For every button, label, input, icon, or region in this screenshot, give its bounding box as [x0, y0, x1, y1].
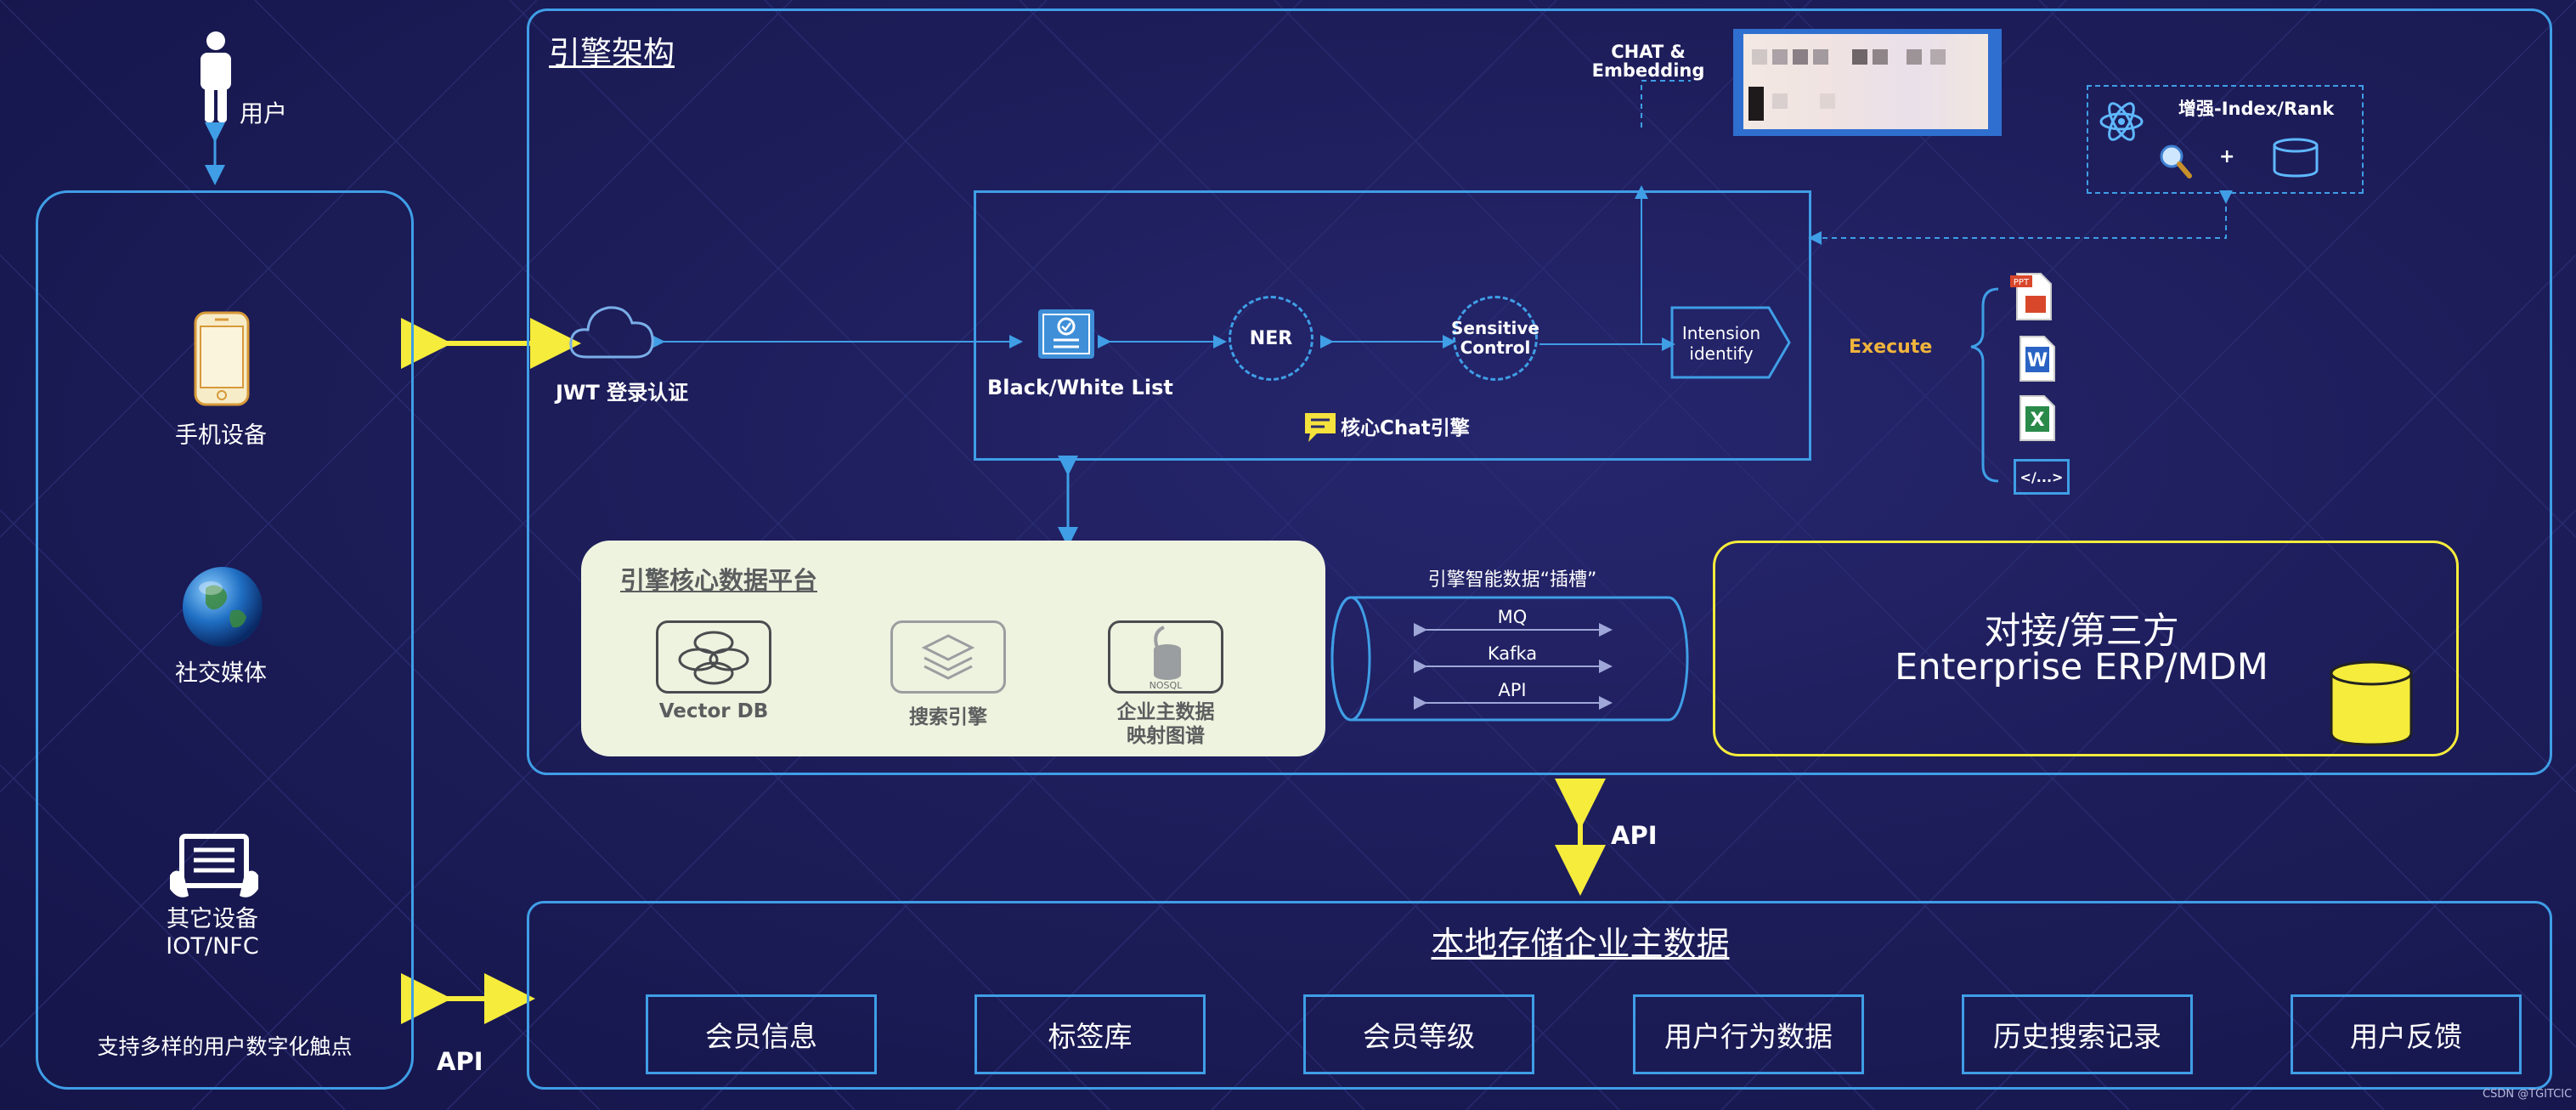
index-rank-title: 增强-Index/Rank — [2178, 99, 2335, 119]
engine-architecture-panel — [527, 8, 2552, 775]
black-white-list-label: Black/White List — [987, 376, 1173, 399]
chat-embedding-label: CHAT & Embedding — [1591, 42, 1705, 81]
device-label-phone: 手机设备 — [175, 422, 267, 449]
storage-item-label: 会员等级 — [1363, 1020, 1475, 1053]
device-label-iot: 其它设备 IOT/NFC — [166, 906, 259, 960]
certificate-icon — [1038, 309, 1094, 359]
local-storage-panel — [527, 901, 2552, 1090]
svg-text:W: W — [2027, 350, 2048, 371]
code-tag-box: </...> — [2014, 459, 2070, 495]
sensitive-control-label: Sensitive Control — [1451, 318, 1539, 358]
storage-item-label: 用户反馈 — [2350, 1020, 2462, 1053]
index-rank-box — [2087, 85, 2364, 194]
erp-database-icon — [2330, 660, 2413, 746]
database-icon — [2273, 138, 2319, 178]
ner-node: NER — [1229, 296, 1313, 381]
third-party-line1: 对接/第三方 — [1984, 610, 2179, 653]
vector-db-icon — [678, 631, 749, 685]
sensitive-control-node: Sensitive Control — [1451, 296, 1539, 381]
device-icon — [170, 834, 258, 898]
ner-label: NER — [1249, 327, 1293, 349]
storage-title: 本地存储企业主数据 — [1431, 926, 1730, 964]
index-rank-link — [1808, 190, 2233, 245]
storage-item-label: 历史搜索记录 — [1993, 1020, 2161, 1053]
third-party-box — [1713, 541, 2459, 756]
master-data-label: 企业主数据 映射图谱 — [1116, 701, 1215, 747]
left-api-label: API — [437, 1047, 483, 1076]
globe-icon — [183, 567, 263, 647]
storage-item-member-level: 会员等级 — [1303, 994, 1534, 1074]
vector-db-label: Vector DB — [658, 700, 769, 722]
third-party-line2: Enterprise ERP/MDM — [1895, 646, 2268, 688]
cloud-icon — [569, 306, 654, 359]
nosql-icon-text: NOSQL — [1149, 680, 1183, 691]
index-rank-plus: + — [2219, 146, 2235, 167]
storage-item-label: 用户行为数据 — [1664, 1020, 1833, 1053]
search-engine-label: 搜索引擎 — [909, 706, 987, 728]
storage-item-tag-library: 标签库 — [974, 994, 1206, 1074]
engine-title: 引擎架构 — [549, 35, 675, 71]
user-label: 用户 — [240, 99, 288, 127]
code-tag-label: </...> — [2020, 468, 2064, 485]
middle-api-label: API — [1611, 821, 1658, 850]
storage-item-label: 会员信息 — [705, 1020, 817, 1053]
slot-title: 引擎智能数据“插槽” — [1427, 569, 1597, 591]
data-platform-title: 引擎核心数据平台 — [620, 566, 818, 595]
layers-icon — [921, 634, 975, 680]
core-chat-box — [974, 190, 1811, 461]
touchpoint-footer: 支持多样的用户数字化触点 — [97, 1034, 353, 1059]
svg-text:X: X — [2031, 410, 2045, 431]
intension-shape — [1670, 306, 1791, 379]
ppt-icon: PPT — [2010, 273, 2052, 320]
storage-item-member-info: 会员信息 — [646, 994, 877, 1074]
nosql-icon — [1154, 626, 1181, 680]
intension-label: Intension identify — [1681, 323, 1761, 364]
device-label-social: 社交媒体 — [175, 660, 267, 687]
core-chat-title: 核心Chat引擎 — [1341, 417, 1470, 439]
watermark: CSDN @TGITCIC — [2483, 1088, 2573, 1101]
execute-label: Execute — [1849, 337, 1933, 358]
execute-bracket — [1970, 287, 1999, 483]
storage-item-behavior-data: 用户行为数据 — [1633, 994, 1864, 1074]
slot-item-mq: MQ — [1497, 607, 1528, 627]
storage-item-label: 标签库 — [1048, 1020, 1133, 1053]
embedding-preview-image — [1733, 29, 2002, 136]
jwt-label: JWT 登录认证 — [556, 381, 689, 405]
slot-item-kafka: Kafka — [1487, 643, 1538, 664]
slot-item-api: API — [1498, 680, 1527, 700]
embedding-link — [1641, 80, 1691, 127]
search-icon — [2160, 144, 2192, 178]
excel-icon: X — [2020, 395, 2055, 441]
touchpoint-panel — [36, 190, 414, 1090]
phone-icon — [194, 311, 250, 406]
user-icon — [201, 31, 231, 122]
search-engine-tile — [890, 620, 1006, 694]
svg-text:PPT: PPT — [2014, 278, 2030, 287]
word-icon: W — [2020, 336, 2055, 382]
chat-bubble-icon — [1305, 413, 1336, 442]
storage-item-search-history: 历史搜索记录 — [1962, 994, 2193, 1074]
atom-icon — [2099, 102, 2144, 141]
storage-item-user-feedback: 用户反馈 — [2291, 994, 2522, 1074]
